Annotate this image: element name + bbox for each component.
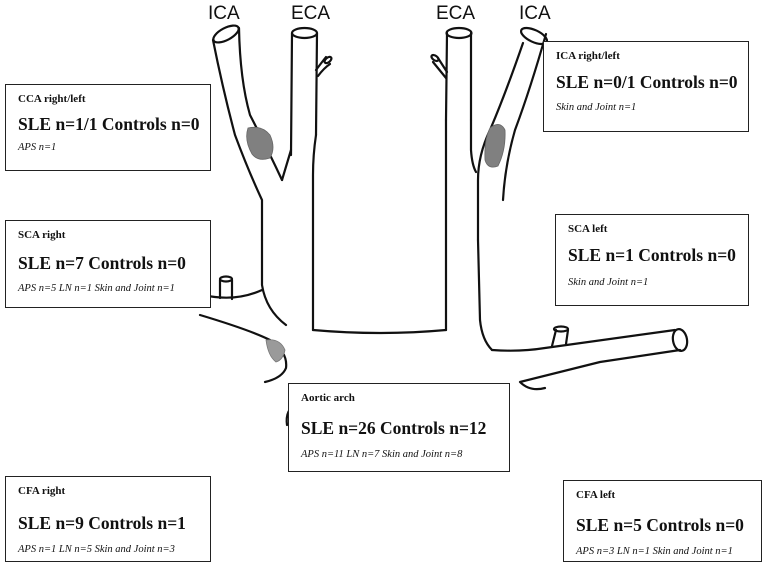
cca-box-note: APS n=1 — [18, 142, 57, 153]
cfa-left-info-box: CFA left SLE n=5 Controls n=0 APS n=3 LN… — [563, 480, 762, 562]
sca-right-box-title: SCA right — [18, 229, 66, 241]
right-ica-vessel-inner — [501, 32, 548, 202]
sca-right-vessel-top — [198, 288, 264, 299]
ica-info-box: ICA right/left SLE n=0/1 Controls n=0 Sk… — [543, 41, 749, 132]
sca-left-vessel-bottom — [518, 348, 682, 391]
eca-left-label: ECA — [291, 3, 331, 24]
cfa-right-box-title: CFA right — [18, 485, 66, 497]
cfa-left-box-stat: SLE n=5 Controls n=0 — [576, 515, 744, 535]
cfa-right-box-note: APS n=1 LN n=5 Skin and Joint n=3 — [18, 544, 175, 555]
aortic-arch-top — [311, 328, 448, 335]
left-ica-vessel-inner — [237, 26, 284, 182]
right-eca-opening — [445, 26, 473, 40]
aortic-arch-info-box: Aortic arch SLE n=26 Controls n=12 APS n… — [288, 383, 510, 472]
plaque-sca-right — [265, 339, 286, 363]
sca-left-box-stat: SLE n=1 Controls n=0 — [568, 245, 736, 265]
left-eca-vessel-inner — [314, 31, 319, 137]
eca-right-label: ECA — [436, 3, 476, 24]
cfa-right-box-stat: SLE n=9 Controls n=1 — [18, 513, 186, 533]
aortic-arch-box-note: APS n=11 LN n=7 Skin and Joint n=8 — [301, 449, 463, 460]
left-ica-opening — [212, 24, 240, 44]
left-eca-vessel — [289, 31, 294, 157]
cca-info-box: CCA right/left SLE n=1/1 Controls n=0 AP… — [5, 84, 211, 171]
left-cca-inner — [311, 133, 318, 332]
sca-right-box-stat: SLE n=7 Controls n=0 — [18, 253, 186, 273]
left-eca-opening — [290, 26, 319, 40]
left-cca-outer — [260, 238, 288, 327]
cfa-left-box-note: APS n=3 LN n=1 Skin and Joint n=1 — [576, 546, 733, 557]
right-eca-vessel — [444, 31, 449, 122]
sca-left-box-note: Skin and Joint n=1 — [568, 277, 649, 288]
sca-left-vessel-top — [490, 328, 677, 352]
cca-box-title: CCA right/left — [18, 93, 86, 105]
aortic-arch-box-title: Aortic arch — [301, 392, 355, 404]
right-cca-outer — [476, 238, 494, 352]
ica-box-note: Skin and Joint n=1 — [556, 102, 637, 113]
cfa-right-info-box: CFA right SLE n=9 Controls n=1 APS n=1 L… — [5, 476, 211, 562]
left-eca-branch — [314, 55, 332, 78]
left-cca-vessel — [280, 148, 293, 182]
aortic-arch-box-stat: SLE n=26 Controls n=12 — [301, 418, 487, 438]
sca-right-info-box: SCA right SLE n=7 Controls n=0 APS n=5 L… — [5, 220, 211, 308]
sca-left-box-title: SCA left — [568, 223, 608, 235]
plaque-ica-left — [484, 124, 506, 168]
ica-right-label: ICA — [519, 3, 551, 24]
sca-left-info-box: SCA left SLE n=1 Controls n=0 Skin and J… — [555, 214, 749, 306]
cca-box-stat: SLE n=1/1 Controls n=0 — [18, 114, 200, 134]
sca-right-box-note: APS n=5 LN n=1 Skin and Joint n=1 — [18, 283, 175, 294]
ica-box-stat: SLE n=0/1 Controls n=0 — [556, 72, 738, 92]
cfa-left-box-title: CFA left — [576, 489, 616, 501]
ica-left-label: ICA — [208, 3, 240, 24]
ica-box-title: ICA right/left — [556, 50, 620, 62]
plaque-cca-right — [246, 126, 274, 160]
left-ica-vessel — [211, 38, 264, 242]
